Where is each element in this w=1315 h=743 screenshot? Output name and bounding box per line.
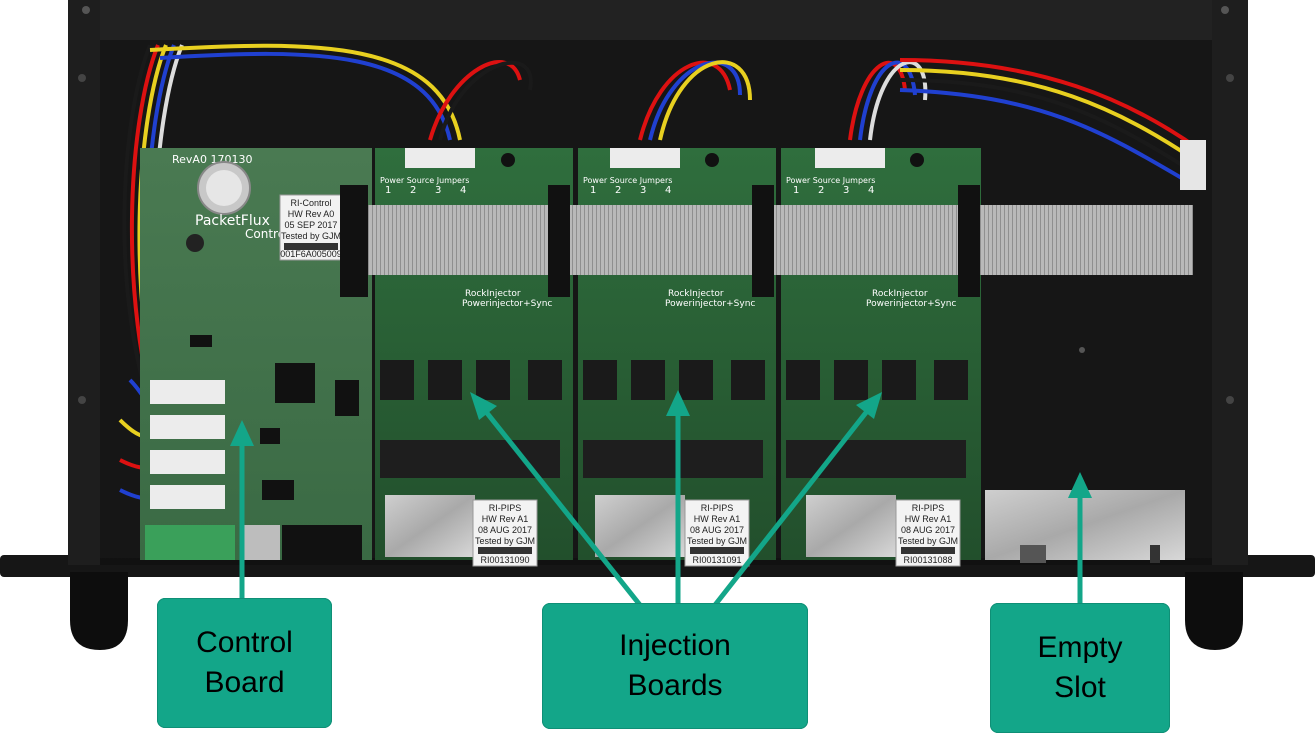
control-brand-line1: PacketFlux [195, 213, 270, 229]
svg-text:Powerinjector+Sync: Powerinjector+Sync [866, 299, 956, 309]
svg-text:08 AUG 2017: 08 AUG 2017 [901, 525, 955, 535]
control-board: RevA0 170130 PacketFlux Control RI-Contr… [140, 148, 372, 560]
svg-text:2: 2 [410, 185, 416, 196]
svg-text:RI-Control: RI-Control [290, 198, 331, 208]
callout-control-line1: Control [196, 626, 293, 659]
svg-text:HW Rev A1: HW Rev A1 [905, 514, 952, 524]
svg-text:Powerinjector+Sync: Powerinjector+Sync [462, 299, 552, 309]
callout-injection-boards: Injection Boards [542, 603, 808, 729]
svg-text:Tested by GJM: Tested by GJM [687, 536, 747, 546]
callout-arrows [230, 390, 1092, 607]
svg-text:Powerinjector+Sync: Powerinjector+Sync [665, 299, 755, 309]
control-serial: 001F6A005009 [280, 249, 342, 259]
injection-sticker-3: RI-PIPS HW Rev A1 08 AUG 2017 Tested by … [898, 503, 958, 565]
svg-text:3: 3 [640, 185, 646, 196]
injection-sticker-2: RI-PIPS HW Rev A1 08 AUG 2017 Tested by … [687, 503, 747, 565]
svg-text:Tested by GJM: Tested by GJM [475, 536, 535, 546]
callout-injection-line2: Boards [627, 669, 723, 702]
svg-text:Power Source Jumpers: Power Source Jumpers [583, 176, 672, 185]
empty-slot-plate [985, 490, 1185, 563]
callout-control-line2: Board [204, 666, 285, 699]
svg-text:HW Rev A1: HW Rev A1 [694, 514, 741, 524]
svg-text:1: 1 [793, 185, 799, 196]
injection-sticker-1: RI-PIPS HW Rev A1 08 AUG 2017 Tested by … [475, 503, 535, 565]
callout-empty-line1: Empty [1037, 631, 1123, 664]
svg-text:RI00131090: RI00131090 [480, 555, 529, 565]
control-sticker: RI-Control HW Rev A0 05 SEP 2017 Tested … [280, 198, 342, 259]
svg-text:HW Rev A0: HW Rev A0 [288, 209, 335, 219]
svg-text:RockInjector: RockInjector [668, 289, 724, 299]
svg-text:Power Source Jumpers: Power Source Jumpers [380, 176, 469, 185]
svg-text:08 AUG 2017: 08 AUG 2017 [478, 525, 532, 535]
svg-text:RI00131088: RI00131088 [903, 555, 952, 565]
svg-text:Power Source Jumpers: Power Source Jumpers [786, 176, 875, 185]
svg-text:RI-PIPS: RI-PIPS [701, 503, 734, 513]
svg-text:4: 4 [868, 185, 874, 196]
svg-text:Tested by GJM: Tested by GJM [898, 536, 958, 546]
svg-text:2: 2 [818, 185, 824, 196]
svg-text:Tested by GJM: Tested by GJM [281, 231, 341, 241]
callout-empty-line2: Slot [1054, 671, 1106, 704]
svg-text:RI-PIPS: RI-PIPS [489, 503, 522, 513]
control-brand-line2: Control [245, 227, 288, 241]
svg-text:HW Rev A1: HW Rev A1 [482, 514, 529, 524]
ribbon-cable [340, 185, 1193, 297]
svg-text:1: 1 [385, 185, 391, 196]
callout-injection-line1: Injection [619, 629, 731, 662]
right-connector [1180, 140, 1206, 190]
svg-text:08 AUG 2017: 08 AUG 2017 [690, 525, 744, 535]
svg-text:RockInjector: RockInjector [465, 289, 521, 299]
svg-text:3: 3 [843, 185, 849, 196]
svg-text:3: 3 [435, 185, 441, 196]
callout-control-board: Control Board [157, 598, 332, 728]
callout-empty-slot: Empty Slot [990, 603, 1170, 733]
svg-text:4: 4 [460, 185, 466, 196]
svg-text:RI-PIPS: RI-PIPS [912, 503, 945, 513]
svg-text:4: 4 [665, 185, 671, 196]
svg-text:1: 1 [590, 185, 596, 196]
svg-text:RI00131091: RI00131091 [692, 555, 741, 565]
chassis-feet [70, 572, 1243, 650]
svg-text:2: 2 [615, 185, 621, 196]
svg-text:05 SEP 2017: 05 SEP 2017 [285, 220, 338, 230]
svg-text:RockInjector: RockInjector [872, 289, 928, 299]
